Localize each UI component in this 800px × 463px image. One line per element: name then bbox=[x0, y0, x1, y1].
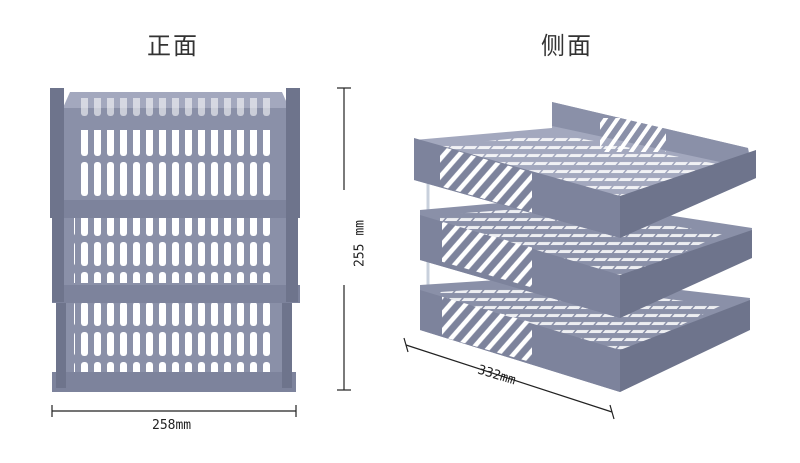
side-width-dimension bbox=[403, 337, 615, 420]
front-view-title: 正面 bbox=[147, 32, 199, 60]
height-label: 255 mm bbox=[352, 220, 368, 267]
front-tray-stack bbox=[50, 88, 300, 392]
height-dimension bbox=[337, 87, 351, 391]
front-width-dimension bbox=[51, 405, 297, 417]
side-tray-middle bbox=[420, 198, 752, 318]
front-tray-top bbox=[50, 88, 300, 218]
front-width-label: 258mm bbox=[152, 418, 192, 433]
side-tray-stack bbox=[414, 102, 756, 392]
side-tray-top bbox=[414, 102, 756, 238]
side-view-title: 侧面 bbox=[541, 32, 593, 60]
front-tray-middle bbox=[52, 205, 300, 303]
